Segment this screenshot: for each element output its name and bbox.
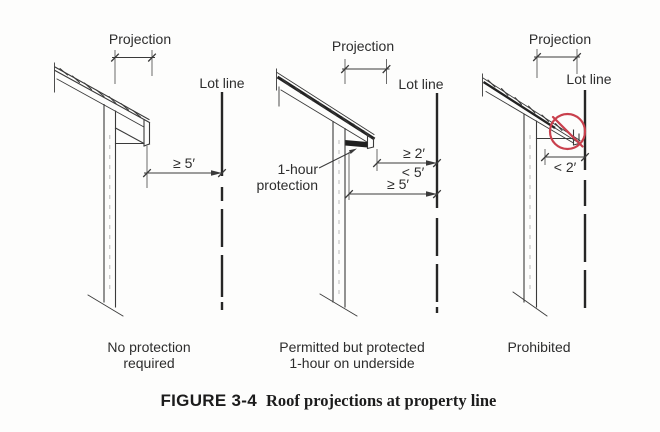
projection-extension-lines [344,59,387,84]
diagram-prohibited: Lot line Projection < 2′ Prohibited [482,31,612,355]
one-hour-protection-bar [345,140,368,148]
protection-leader-arrowhead [349,148,357,154]
diagram-caption-line1: No protection [107,339,190,355]
figure-number-label: FIGURE 3-4 [160,391,257,410]
shingle-hatch [487,79,574,139]
shingle-hatch [282,78,371,138]
projection-dim-ticks [532,52,582,62]
roof-underside [56,78,145,128]
diagram-caption-line2: required [123,355,174,371]
wall-to-lot-dim-arrow [211,170,222,176]
protection-leader-line [318,152,351,169]
eave-to-lot-max-text: < 5′ [402,164,425,180]
diagram-caption-line1: Prohibited [507,339,570,355]
ground-line [87,294,124,317]
wall-to-lot-dim-ticks [142,168,227,178]
ground-line [512,291,548,317]
lot-line-label: Lot line [199,75,244,91]
projection-dim-ticks [340,64,391,74]
wall-to-lot-dim-arrow [426,191,437,197]
roof-underside [280,89,369,143]
projection-extension-lines [114,50,153,84]
wall [523,113,538,308]
wall-to-lot-dim-text: ≥ 5′ [387,176,409,192]
wall [103,103,117,308]
prohibition-slash-icon [551,115,584,148]
eave-to-lot-min-text: ≥ 2′ [403,145,425,161]
soffit [114,127,145,145]
lot-line-label: Lot line [398,76,443,92]
projection-dim-ticks [110,53,157,62]
ground-line [319,293,358,317]
fascia [143,118,151,147]
figure-title: Roof projections at property line [266,391,496,410]
wall-to-lot-dim-ticks [344,189,442,199]
projection-label: Projection [529,31,591,47]
eave-to-lot-dim-ticks [372,158,442,168]
lot-line-label: Lot line [566,71,611,87]
diagram-caption-line2: 1-hour on underside [289,355,415,371]
projection-label: Projection [109,31,171,47]
figure-caption: FIGURE 3-4 Roof projections at property … [160,391,496,410]
roof-underside [485,90,575,144]
protection-label-line1: 1-hour [278,161,319,177]
roof-shingle-band [482,81,556,129]
roof-break-line [276,68,280,107]
eave-to-lot-dim-arrow [426,160,437,166]
eave-to-lot-dim-ticks [540,152,590,162]
protection-label-line2: protection [257,177,318,193]
eave-to-lot-dim-text: < 2′ [554,159,577,175]
diagram-caption-line1: Permitted but protected [279,339,425,355]
roof-shingle-band [276,75,376,141]
shingle-hatch [59,68,141,118]
projection-extension-lines [536,49,578,78]
wall-to-lot-dim-text: ≥ 5′ [173,155,195,171]
roof-top-edge [276,71,375,136]
wall [332,120,346,308]
diagram-permitted-protected: Lot line Projection 1-hour protection ≥ … [257,38,444,371]
projection-label: Projection [332,38,394,54]
diagram-no-protection: Lot line Projection ≥ 5′ No protection r… [54,31,245,371]
prohibition-circle-icon [548,112,587,151]
